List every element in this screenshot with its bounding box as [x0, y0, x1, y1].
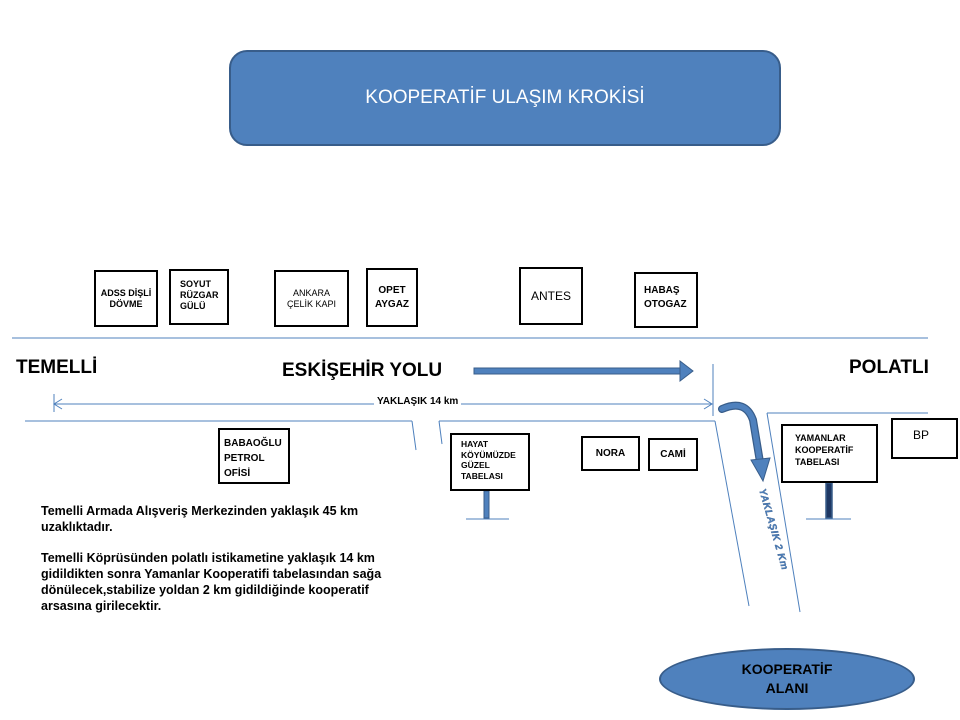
label-eskisehir-yolu: ESKİŞEHİR YOLU [282, 360, 443, 381]
note-directions: Temelli Köprüsünden polatlı istikametine… [41, 551, 382, 613]
sign-cami: CAMİ [648, 438, 698, 471]
sign-label: BABAOĞLU PETROL OFİSİ [224, 438, 282, 479]
title-banner: KOOPERATİF ULAŞIM KROKİSİ [229, 50, 781, 146]
sign-label: YAMANLAR KOOPERATİF TABELASI [795, 433, 854, 467]
sign-adss: ADSS DİŞLİ DÖVME [94, 270, 158, 327]
sign-hayat: HAYAT KÖYÜMÜZDE GÜZEL TABELASI [450, 433, 530, 491]
sign-label: NORA [595, 448, 626, 459]
sign-soyut: SOYUT RÜZGAR GÜLÜ [169, 269, 229, 325]
label-temelli: TEMELLİ [16, 357, 98, 378]
sign-opet: OPET AYGAZ [366, 268, 418, 327]
turn-arrow [718, 401, 771, 483]
sign-babaoglu: BABAOĞLU PETROL OFİSİ [218, 428, 290, 484]
destination-label: KOOPERATİF ALANI [741, 661, 833, 696]
sign-yamanlar: YAMANLAR KOOPERATİF TABELASI [781, 424, 878, 483]
sign-nora: NORA [581, 436, 640, 471]
side-road-left [714, 420, 750, 607]
label-polatli: POLATLI [849, 357, 929, 378]
sign-label: HABAŞ OTOGAZ [644, 285, 687, 310]
sign-bp: BP [891, 418, 958, 459]
direction-arrow [473, 359, 694, 383]
sign-habas: HABAŞ OTOGAZ [634, 272, 698, 328]
note-distance: Temelli Armada Alışveriş Merkezinden yak… [41, 504, 359, 534]
sign-post-hayat [466, 490, 509, 520]
sign-antes: ANTES [519, 267, 583, 325]
destination-ellipse: KOOPERATİF ALANI [659, 648, 915, 710]
sign-label: ANKARA ÇELİK KAPI [286, 287, 337, 309]
sign-post-yamanlar [806, 482, 851, 520]
sign-label: ADSS DİŞLİ DÖVME [100, 287, 152, 309]
sign-label: HAYAT KÖYÜMÜZDE GÜZEL TABELASI [461, 439, 516, 481]
sign-label: ANTES [530, 288, 571, 303]
sign-ankara-celik: ANKARA ÇELİK KAPI [274, 270, 349, 327]
label-distance-main: YAKLAŞIK 14 km [374, 396, 462, 407]
sign-label: OPET AYGAZ [374, 284, 410, 310]
page-title: KOOPERATİF ULAŞIM KROKİSİ [365, 87, 645, 108]
sign-label: BP [913, 428, 930, 442]
sign-label: SOYUT RÜZGAR GÜLÜ [180, 279, 219, 311]
side-road-right [766, 412, 801, 613]
sign-label: CAMİ [660, 449, 686, 460]
